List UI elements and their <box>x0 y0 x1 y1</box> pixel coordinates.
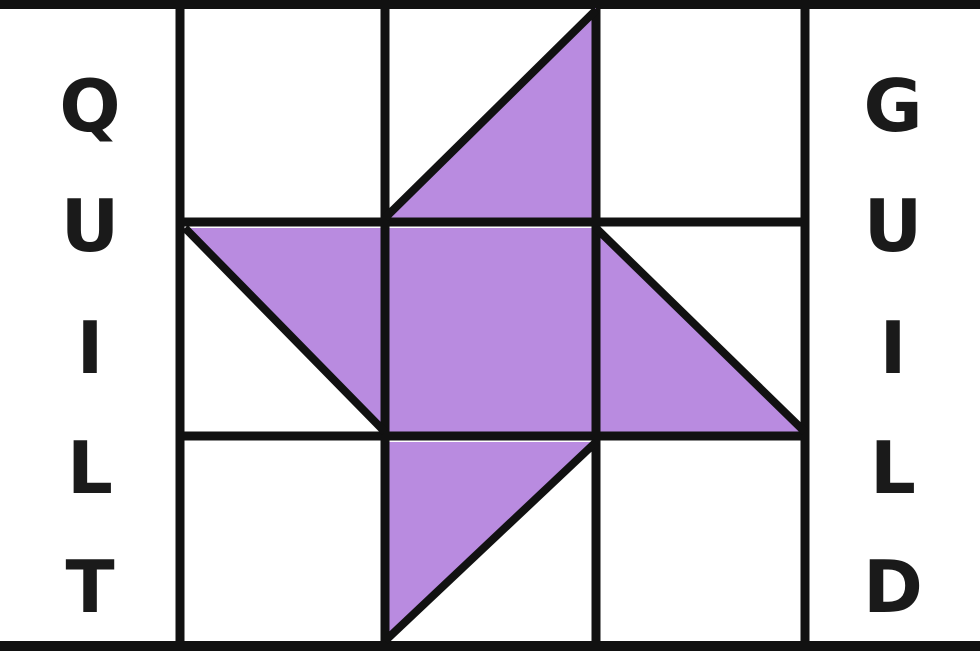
right-letter-u: U <box>864 184 922 268</box>
right-letter-g: G <box>863 64 922 148</box>
right-letters: G U I L D <box>863 64 923 629</box>
right-letter-l: L <box>870 426 916 510</box>
left-letter-t: T <box>65 545 114 629</box>
left-letter-i: I <box>77 306 104 390</box>
bottom-border <box>0 641 980 651</box>
left-letters: Q U I L T <box>59 64 120 629</box>
left-letter-l: L <box>67 426 113 510</box>
top-border <box>0 0 980 9</box>
right-letter-i: I <box>880 306 907 390</box>
right-letter-d: D <box>863 545 923 629</box>
left-letter-u: U <box>61 184 119 268</box>
star-center-square <box>385 228 596 432</box>
left-letter-q: Q <box>59 64 120 148</box>
